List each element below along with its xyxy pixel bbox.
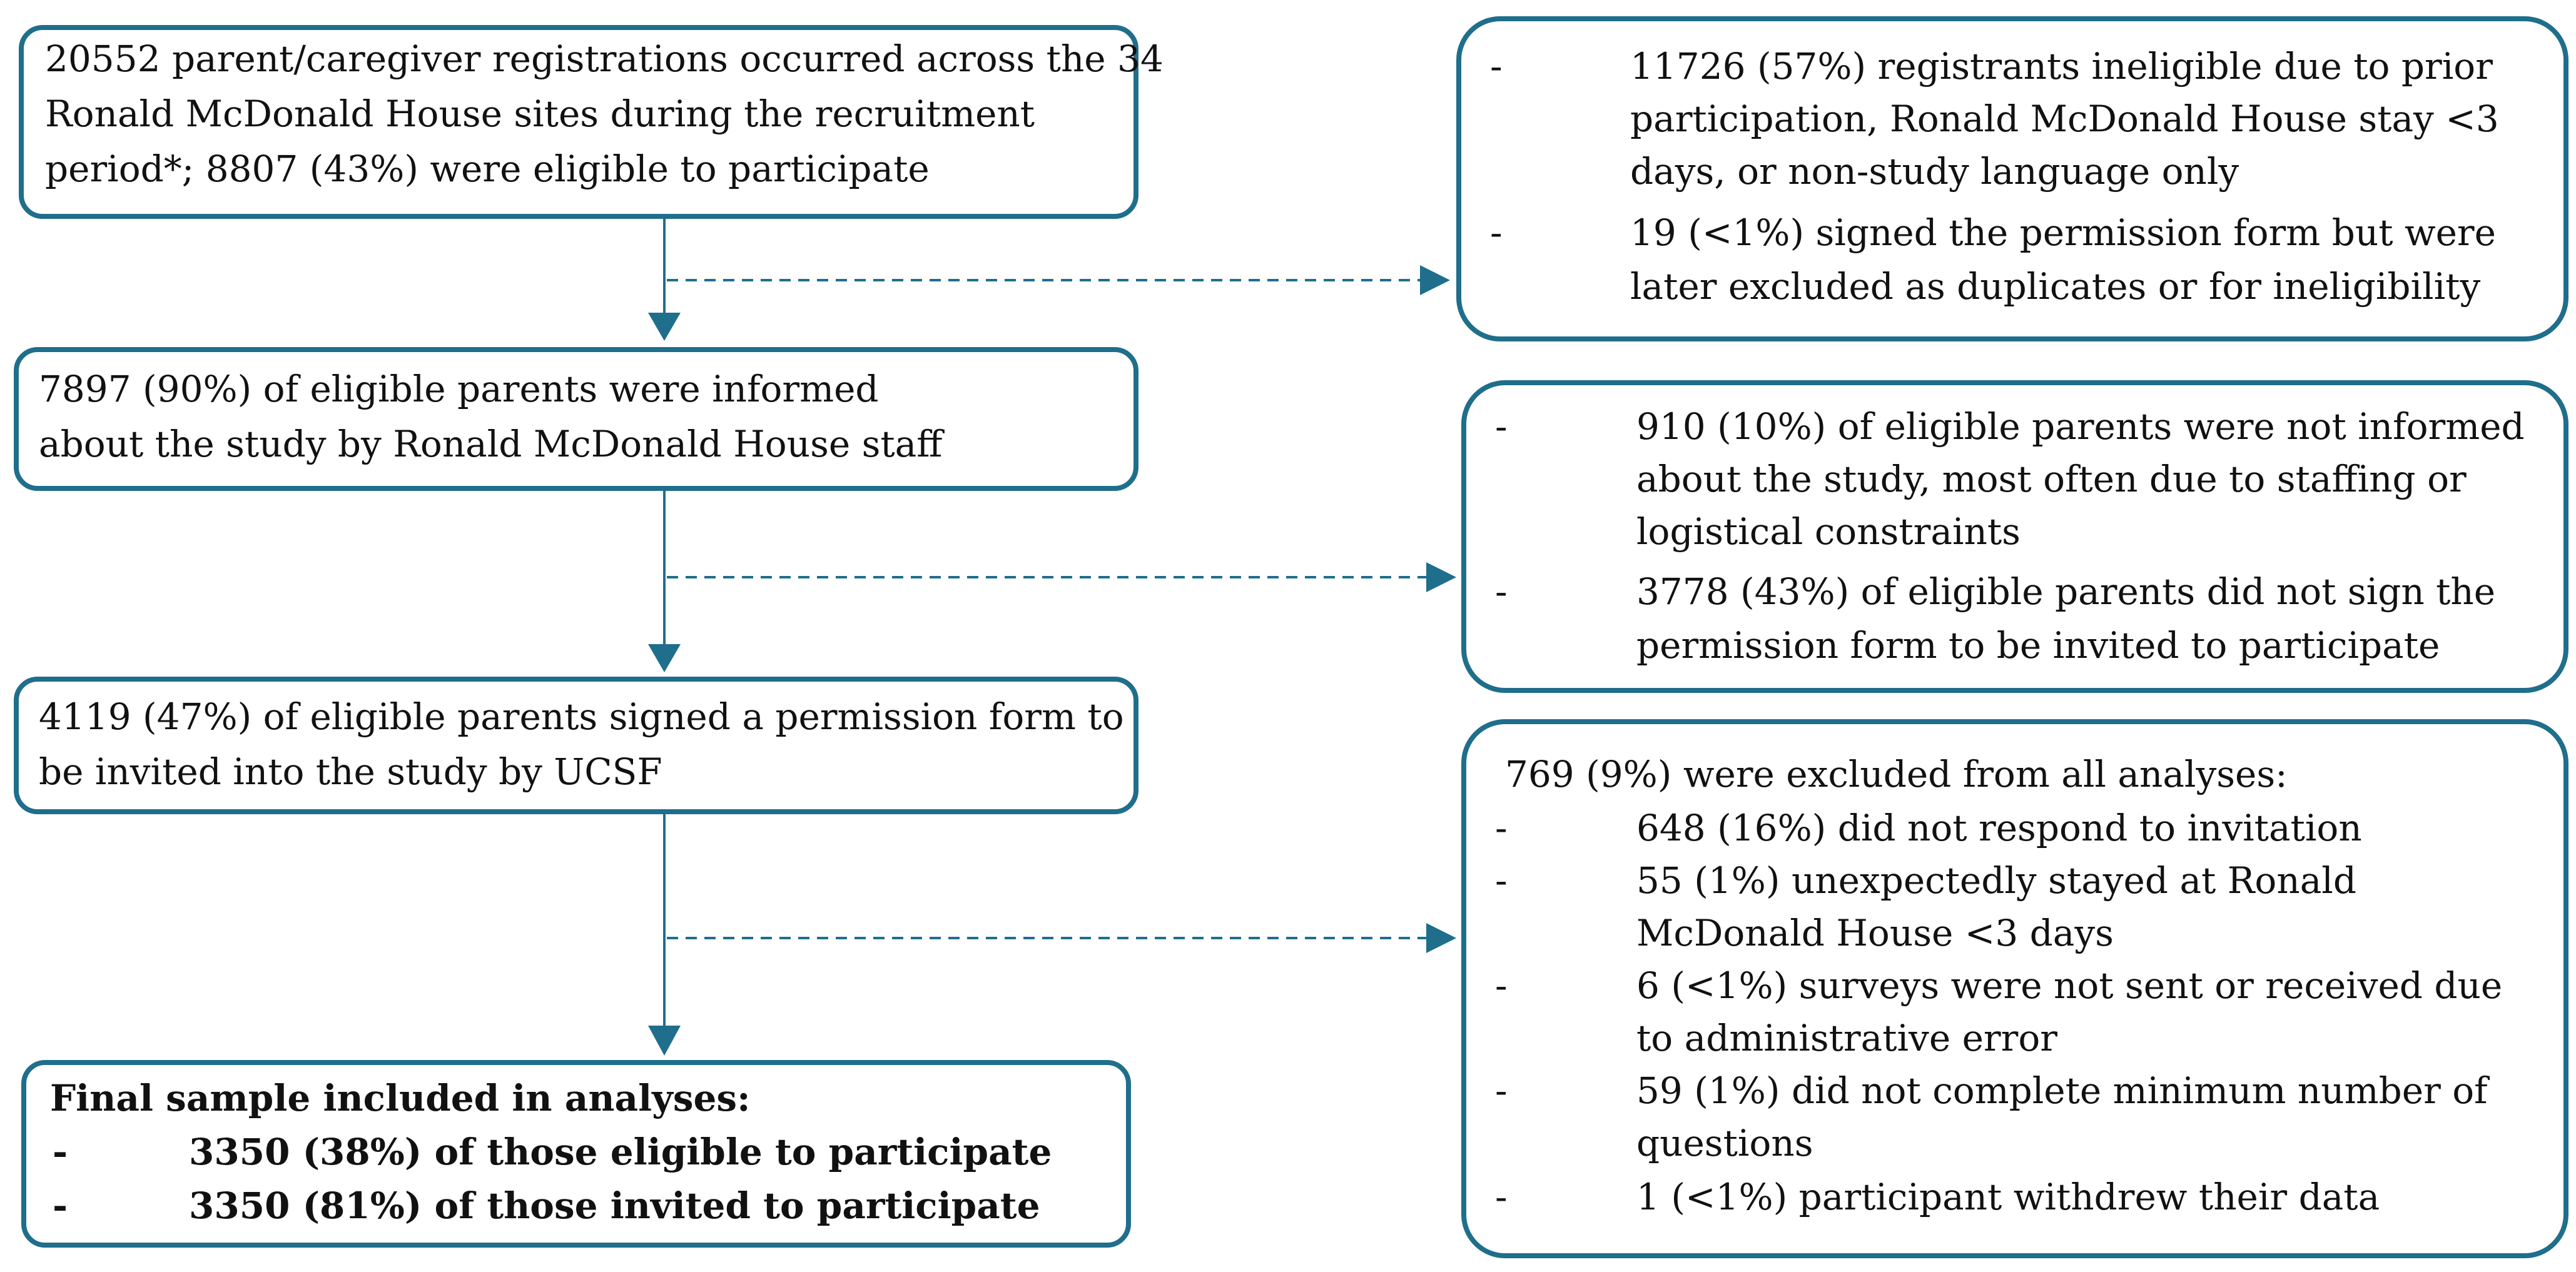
ex3-item-4-line-1: 59 (1%) did not complete minimum number …	[1636, 1069, 2488, 1112]
ex1-item-1-line-2: participation, Ronald McDonald House sta…	[1630, 98, 2499, 140]
ex3-item-2-line-1: 55 (1%) unexpectedly stayed at Ronald	[1636, 859, 2356, 902]
ex3-item-4-line-2: questions	[1636, 1122, 1813, 1164]
ex2-item-2-line-1: 3778 (43%) of eligible parents did not s…	[1636, 570, 2496, 613]
ex1-bullet-1: -	[1490, 45, 1503, 88]
ex3-bullet-1: -	[1495, 807, 1508, 849]
ex2-bullet-2: -	[1495, 570, 1508, 613]
ex2-bullet-1: -	[1495, 405, 1508, 448]
ex1-item-1-line-1: 11726 (57%) registrants ineligible due t…	[1630, 45, 2493, 88]
arrowhead-1	[648, 313, 681, 341]
ex3-item-3-line-2: to administrative error	[1636, 1017, 2058, 1059]
arrowhead-3	[648, 1026, 681, 1056]
ex3-item-1-line-1: 648 (16%) did not respond to invitation	[1636, 807, 2362, 849]
ex3-item-3-line-1: 6 (<1%) surveys were not sent or receive…	[1636, 964, 2503, 1007]
final-bullet-1: -	[53, 1131, 68, 1173]
exclusion-box-2	[1461, 380, 2568, 693]
final-sample-title: Final sample included in analyses:	[50, 1077, 751, 1119]
final-bullet-2: -	[53, 1184, 68, 1227]
signed-line-1: 4119 (47%) of eligible parents signed a …	[39, 695, 1124, 738]
ex2-item-1-line-1: 910 (10%) of eligible parents were not i…	[1636, 405, 2525, 448]
exclusion-box-3	[1461, 719, 2568, 1258]
dashed-arrowhead-1	[1420, 265, 1450, 295]
registrations-line-3: period*; 8807 (43%) were eligible to par…	[45, 148, 930, 190]
final-item-1: 3350 (38%) of those eligible to particip…	[189, 1131, 1052, 1173]
ex2-item-1-line-2: about the study, most often due to staff…	[1636, 458, 2467, 500]
ex3-bullet-4: -	[1495, 1069, 1508, 1112]
ex3-item-2-line-2: McDonald House <3 days	[1636, 912, 2114, 954]
ex3-bullet-5: -	[1495, 1176, 1508, 1218]
informed-box	[14, 347, 1138, 491]
final-sample-box	[21, 1060, 1131, 1248]
final-item-2: 3350 (81%) of those invited to participa…	[189, 1184, 1040, 1227]
registrations-line-1: 20552 parent/caregiver registrations occ…	[45, 38, 1164, 80]
dashed-arrowhead-3	[1426, 923, 1456, 953]
registrations-box	[19, 25, 1138, 219]
registrations-line-2: Ronald McDonald House sites during the r…	[45, 93, 1035, 135]
ex1-item-2-line-2: later excluded as duplicates or for inel…	[1630, 265, 2481, 308]
ex1-item-1-line-3: days, or non-study language only	[1630, 150, 2239, 193]
ex1-bullet-2: -	[1490, 211, 1503, 254]
ex2-item-2-line-2: permission form to be invited to partici…	[1636, 624, 2440, 667]
exclusion-box-1	[1456, 16, 2568, 341]
ex3-item-5-line-1: 1 (<1%) participant withdrew their data	[1636, 1176, 2380, 1218]
signed-permission-box	[14, 677, 1138, 814]
ex3-header: 769 (9%) were excluded from all analyses…	[1505, 753, 2288, 795]
ex1-item-2-line-1: 19 (<1%) signed the permission form but …	[1630, 211, 2496, 254]
ex3-bullet-2: -	[1495, 859, 1508, 902]
informed-line-1: 7897 (90%) of eligible parents were info…	[39, 368, 879, 410]
ex3-bullet-3: -	[1495, 964, 1508, 1007]
dashed-arrowhead-2	[1426, 562, 1456, 592]
arrowhead-2	[648, 644, 681, 672]
ex2-item-1-line-3: logistical constraints	[1636, 510, 2021, 553]
signed-line-2: be invited into the study by UCSF	[39, 750, 662, 793]
informed-line-2: about the study by Ronald McDonald House…	[39, 423, 943, 465]
